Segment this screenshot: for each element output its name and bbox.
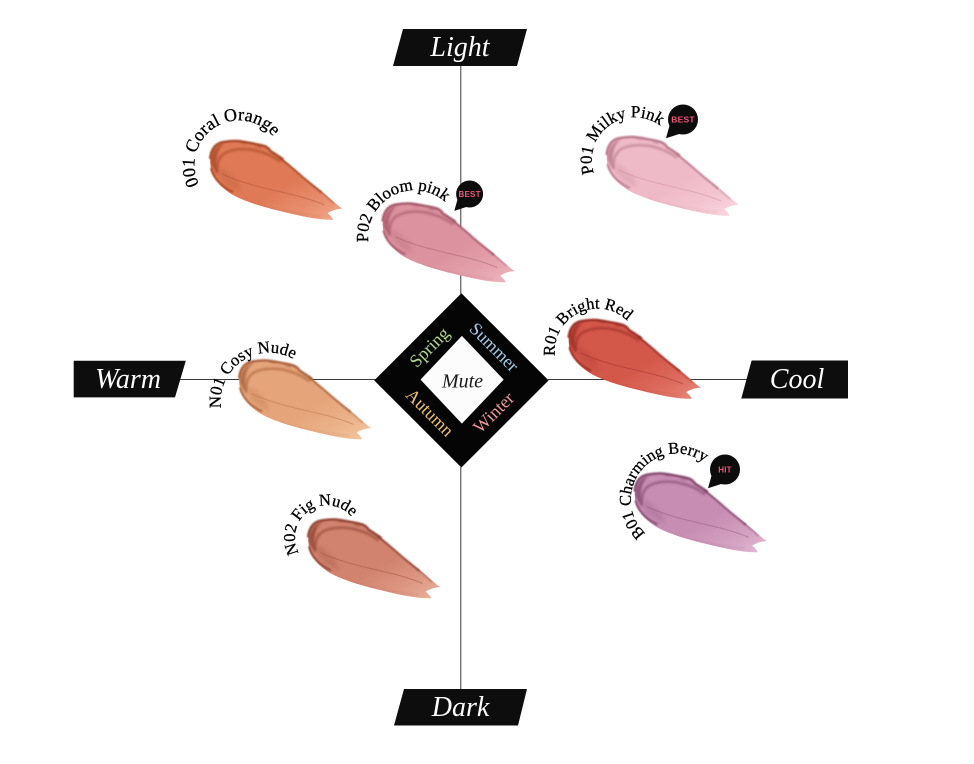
svg-text:HIT: HIT <box>718 465 732 474</box>
svg-text:Light: Light <box>429 32 490 63</box>
svg-text:Mute: Mute <box>441 371 483 393</box>
svg-text:BEST: BEST <box>459 190 481 199</box>
svg-text:BEST: BEST <box>671 115 695 125</box>
svg-text:Cool: Cool <box>770 364 825 395</box>
svg-text:Dark: Dark <box>431 692 490 723</box>
svg-text:Warm: Warm <box>95 364 161 395</box>
